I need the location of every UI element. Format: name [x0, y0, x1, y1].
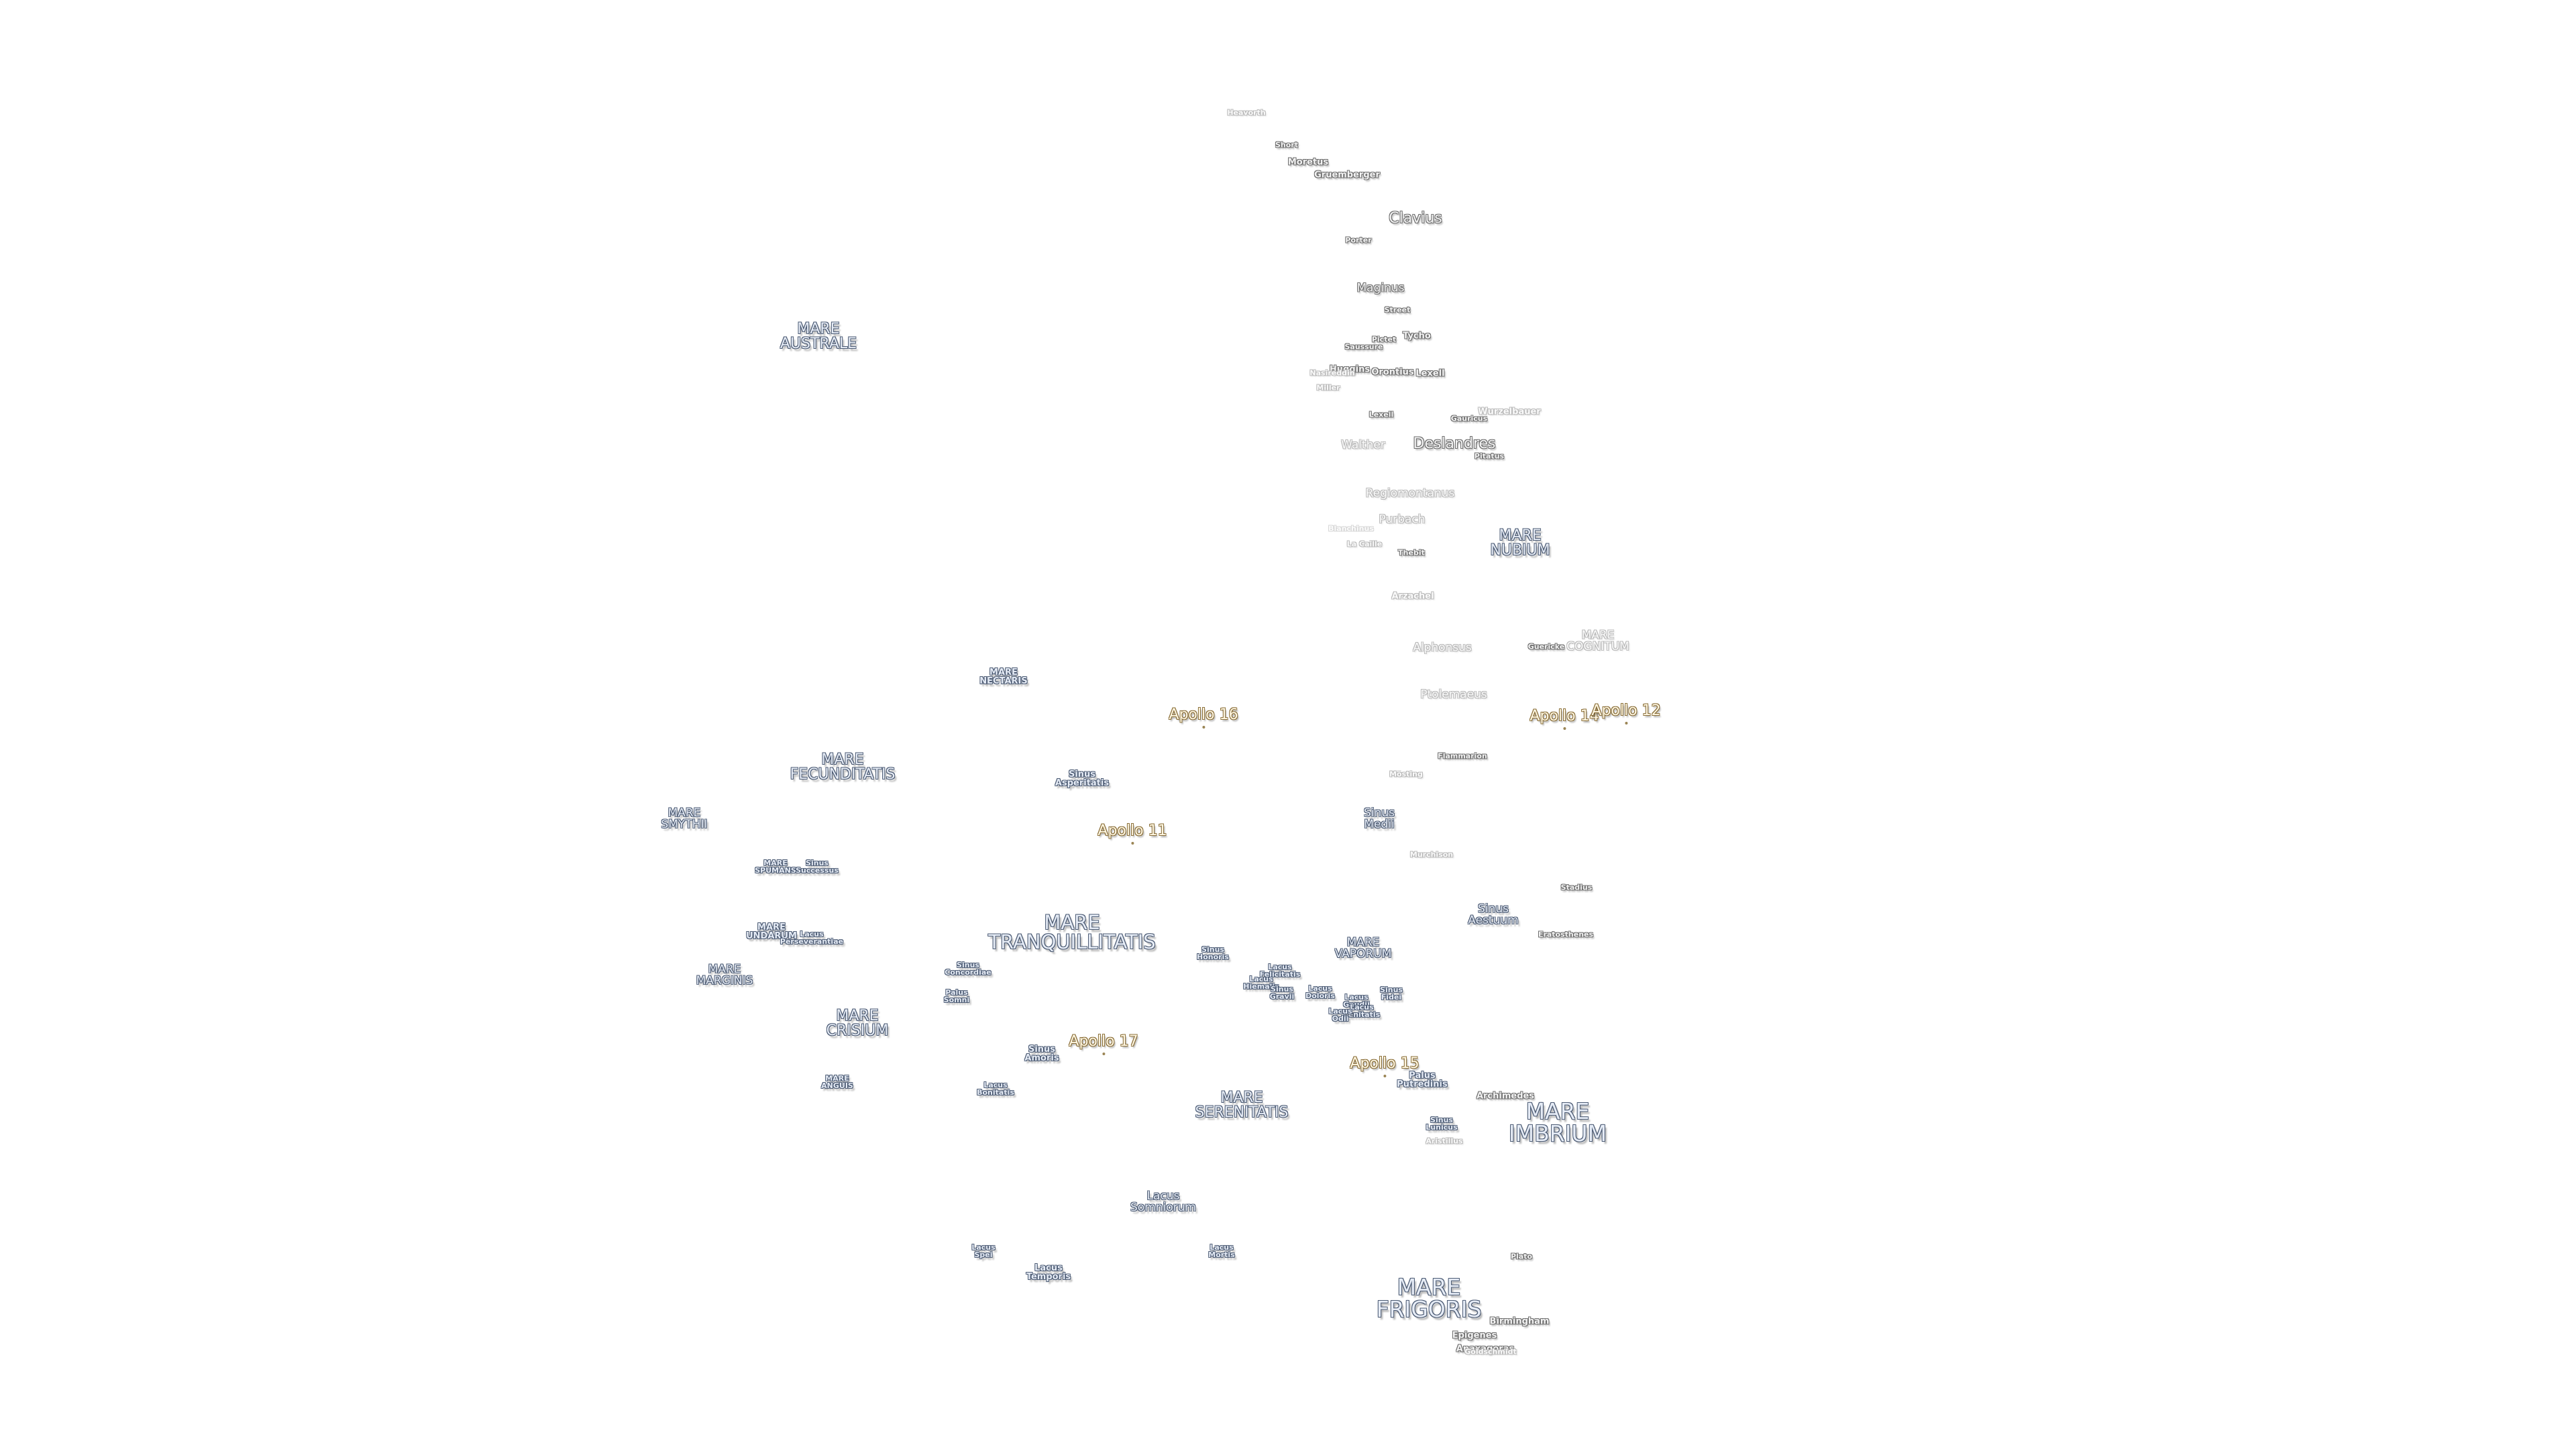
mare-label-nectaris[interactable]: MARE NECTARIS	[979, 667, 1028, 686]
mare-label-crisium[interactable]: MARE CRISIUM	[826, 1008, 889, 1039]
mare-label-spumans[interactable]: MARE SPUMANS	[755, 859, 796, 875]
mare-label-australe[interactable]: MARE AUSTRALE	[780, 321, 857, 352]
mare-label-undarum[interactable]: MARE UNDARUM	[746, 922, 797, 941]
crater-label-heavorth[interactable]: Heavorth	[1227, 108, 1266, 117]
lake-label-lacus-somniorum[interactable]: Lacus Somniorum	[1130, 1189, 1196, 1214]
crater-label-orontius[interactable]: Orontius	[1371, 367, 1414, 378]
mare-label-fecunditatis[interactable]: MARE FECUNDITATIS	[790, 751, 896, 783]
mare-label-tranquillitatis[interactable]: MARE TRANQUILLITATIS	[988, 911, 1156, 953]
crater-label-gauricus[interactable]: Gauricus	[1450, 414, 1488, 423]
crater-label-epigenes[interactable]: Epigenes	[1452, 1330, 1497, 1341]
crater-label-guericke[interactable]: Guericke	[1527, 642, 1565, 651]
crater-label-regiomontanus[interactable]: Regiomontanus	[1365, 486, 1455, 500]
lake-label-lacus-odii[interactable]: Lacus Odii	[1328, 1007, 1352, 1023]
crater-label-gruemberger[interactable]: Gruemberger	[1314, 170, 1380, 180]
mare-label-imbrium[interactable]: MARE IMBRIUM	[1508, 1098, 1607, 1146]
crater-label-pictet[interactable]: Pictet	[1371, 335, 1397, 344]
crater-label-deslandres[interactable]: Deslandres	[1413, 435, 1496, 452]
lake-label-lacus-spei[interactable]: Lacus Spei	[971, 1243, 996, 1259]
crater-label-miller[interactable]: Miller	[1316, 383, 1340, 392]
crater-label-nasireddin[interactable]: Nasireddin	[1309, 368, 1355, 378]
bay-label-sinus-aestuum[interactable]: Sinus Aestuum	[1468, 902, 1519, 927]
apollo-17-landing-site[interactable]: Apollo 17	[1069, 1033, 1138, 1055]
apollo-16-landing-site[interactable]: Apollo 16	[1169, 706, 1238, 729]
crater-label-short[interactable]: Short	[1275, 140, 1298, 150]
crater-label-tycho[interactable]: Tycho	[1403, 331, 1431, 341]
apollo-14-landing-site[interactable]: Apollo 14	[1529, 708, 1599, 730]
crater-label-moretus[interactable]: Moretus	[1287, 157, 1329, 168]
lake-label-lacus-felicitatis[interactable]: Lacus Felicitatis	[1259, 963, 1301, 979]
mare-label-smythii[interactable]: MARE SMYTHII	[661, 806, 708, 831]
mare-label-cognitum[interactable]: MARE COGNITUM	[1566, 629, 1629, 653]
crater-label-ptolemaeus[interactable]: Ptolemaeus	[1420, 688, 1487, 702]
crater-label-stadius[interactable]: Stadius	[1560, 883, 1593, 892]
lake-label-lacus-doloris[interactable]: Lacus Doloris	[1305, 984, 1335, 1000]
crater-label-plato[interactable]: Plato	[1510, 1252, 1533, 1261]
crater-label-lexell-east[interactable]: Lexell	[1415, 368, 1445, 379]
crater-label-pitatus[interactable]: Pitatus	[1474, 451, 1505, 461]
crater-label-la-caille[interactable]: La Caille	[1346, 539, 1383, 549]
crater-label-blanchinus[interactable]: Blanchinus	[1328, 524, 1374, 533]
marsh-label-palus-putredinis[interactable]: Palus Putredinis	[1397, 1071, 1448, 1089]
mare-label-vaporum[interactable]: MARE VAPORUM	[1334, 936, 1392, 961]
crater-label-walther[interactable]: Walther	[1341, 438, 1385, 452]
crater-label-aristillus[interactable]: Aristillus	[1426, 1136, 1463, 1146]
crater-label-arzachel[interactable]: Arzachel	[1391, 591, 1434, 602]
bay-label-sinus-fidei[interactable]: Sinus Fidei	[1380, 985, 1403, 1002]
mare-label-anguis[interactable]: MARE ANGUIS	[821, 1074, 853, 1090]
apollo-15-landing-site[interactable]: Apollo 15	[1350, 1055, 1419, 1077]
lake-label-lacus-mortis[interactable]: Lacus Mortis	[1208, 1243, 1235, 1259]
lake-label-lacus-lenitatis[interactable]: Lacus Lenitatis	[1343, 1003, 1381, 1019]
bay-label-sinus-amoris[interactable]: Sinus Amoris	[1024, 1044, 1059, 1063]
crater-label-thebit[interactable]: Thebit	[1398, 548, 1425, 557]
crater-label-wurzelbauer[interactable]: Wurzelbauer	[1478, 407, 1541, 417]
crater-label-mosting[interactable]: Mösting	[1389, 769, 1423, 779]
crater-label-porter[interactable]: Porter	[1345, 235, 1372, 245]
crater-label-archimedes[interactable]: Archimedes	[1476, 1091, 1535, 1102]
apollo-12-landing-site[interactable]: Apollo 12	[1591, 702, 1661, 724]
crater-label-saussure[interactable]: Saussure	[1344, 342, 1383, 352]
apollo-11-landing-site[interactable]: Apollo 11	[1097, 822, 1167, 845]
lake-label-lacus-gaudii[interactable]: Lacus Gaudii	[1343, 993, 1370, 1009]
bay-label-sinus-concordiae[interactable]: Sinus Concordiae	[945, 961, 991, 977]
mare-label-frigoris[interactable]: MARE FRIGORIS	[1376, 1274, 1482, 1322]
bay-label-sinus-honoris[interactable]: Sinus Honoris	[1197, 945, 1229, 961]
mare-label-serenitatis[interactable]: MARE SERENITATIS	[1195, 1089, 1289, 1121]
crater-label-birmingham[interactable]: Birmingham	[1489, 1316, 1550, 1327]
crater-label-goldschmidt[interactable]: Goldschmidt	[1464, 1347, 1517, 1356]
lake-label-lacus-hiemalis[interactable]: Lacus Hiemalis	[1243, 975, 1279, 991]
crater-label-anaxagoras[interactable]: Anaxagoras	[1456, 1344, 1515, 1354]
crater-label-flammarion[interactable]: Flammarion	[1438, 751, 1487, 761]
crater-label-eratosthenes[interactable]: Eratosthenes	[1538, 930, 1594, 939]
lake-label-lacus-bonitatis[interactable]: Lacus Bonitatis	[977, 1081, 1014, 1097]
crater-label-murchison[interactable]: Murchison	[1409, 850, 1454, 859]
marsh-label-palus-somni[interactable]: Palus Somni	[943, 988, 970, 1004]
mare-label-nubium[interactable]: MARE NUBIUM	[1490, 527, 1550, 559]
mare-label-marginis[interactable]: MARE MARGINIS	[696, 963, 753, 987]
crater-label-purbach[interactable]: Purbach	[1379, 513, 1426, 527]
bay-label-sinus-successus[interactable]: Sinus Successus	[796, 859, 839, 875]
crater-label-alphonsus[interactable]: Alphonsus	[1413, 641, 1472, 655]
crater-label-lexell[interactable]: Lexell	[1368, 410, 1394, 419]
crater-label-street[interactable]: Street	[1384, 305, 1411, 315]
crater-label-clavius[interactable]: Clavius	[1389, 210, 1442, 227]
bay-label-sinus-asperitatis[interactable]: Sinus Asperitatis	[1055, 769, 1110, 788]
lake-label-lacus-temporis[interactable]: Lacus Temporis	[1026, 1263, 1071, 1282]
bay-label-sinus-medii[interactable]: Sinus Medii	[1364, 806, 1395, 831]
lake-label-lacus-perseverantiae[interactable]: Lacus Perseverantiae	[780, 930, 844, 946]
bay-label-sinus-lunicus[interactable]: Sinus Lunicus	[1426, 1116, 1458, 1132]
crater-label-maginus[interactable]: Maginus	[1356, 281, 1405, 295]
bay-label-sinus-gravii[interactable]: Sinus Gravii	[1269, 985, 1295, 1001]
crater-label-huggins[interactable]: Huggins	[1329, 364, 1371, 375]
